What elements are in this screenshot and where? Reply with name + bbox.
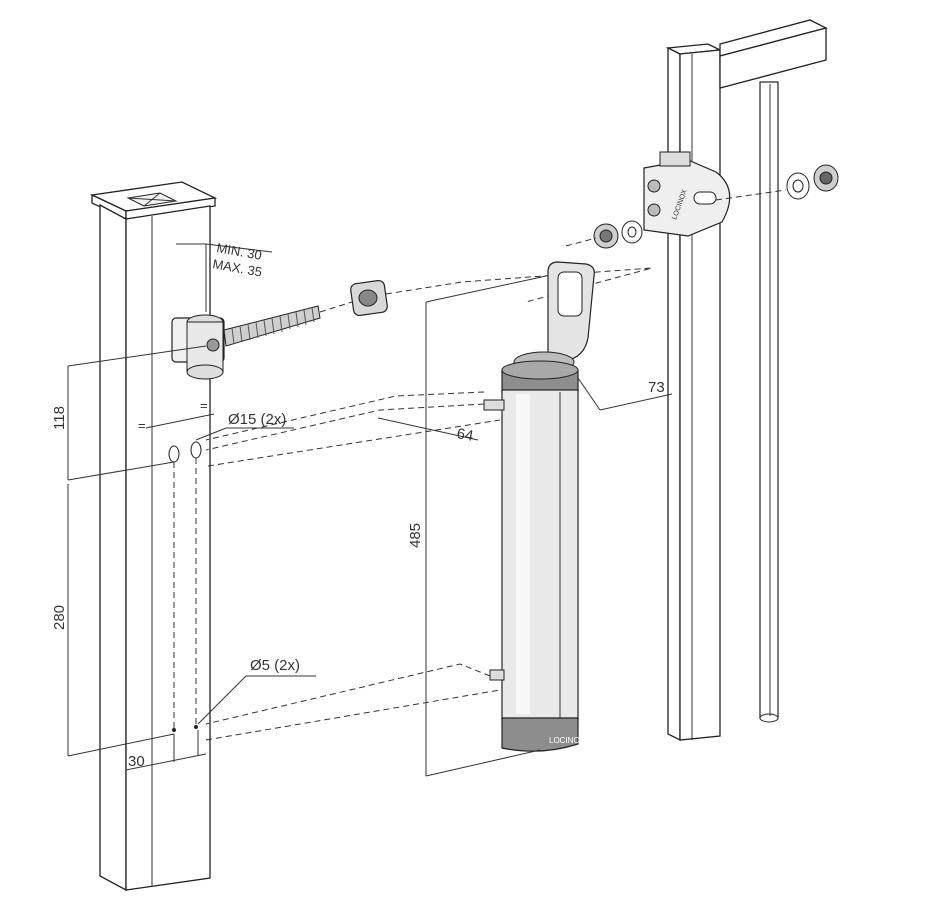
closer-body: LOCINOX: [483, 261, 595, 752]
dim-30-label: 30: [128, 753, 145, 770]
equal-mark-1: =: [138, 418, 146, 433]
threaded-rod: [223, 305, 321, 347]
hole-small-2: [194, 725, 198, 729]
washer-nut-right: [786, 164, 839, 200]
hinge-bolt: [171, 305, 321, 380]
right-post: [665, 19, 828, 742]
dim-280-label: 280: [51, 605, 68, 630]
dim-73: 73: [577, 377, 673, 411]
dim-118: 118: [51, 345, 207, 481]
dim-280: 280: [51, 484, 175, 757]
dim-hole-large: = = Ø15 (2x): [138, 398, 294, 441]
dim-118-label: 118: [51, 406, 68, 430]
hole-large-1: [168, 445, 180, 463]
dim-hole-small: Ø5 (2x): [197, 657, 316, 725]
dim-hole-small-label: Ø5 (2x): [250, 657, 300, 674]
dim-hole-large-label: Ø15 (2x): [228, 411, 286, 428]
gate-bracket: LOCINOX: [643, 151, 731, 237]
equal-mark-2: =: [200, 398, 208, 413]
dim-64: 64: [377, 417, 479, 445]
hole-large-2: [190, 441, 202, 459]
square-nut: [350, 279, 388, 317]
washer-nut-left: [593, 220, 643, 249]
dim-73-label: 73: [648, 379, 665, 396]
left-post: [89, 181, 218, 892]
dim-30: 30: [125, 730, 207, 771]
dim-64-label: 64: [455, 425, 474, 445]
brand-body-label: LOCINOX: [549, 736, 586, 745]
dim-485: 485: [407, 275, 547, 777]
dim-485-label: 485: [407, 523, 424, 548]
hole-small-1: [172, 728, 176, 732]
